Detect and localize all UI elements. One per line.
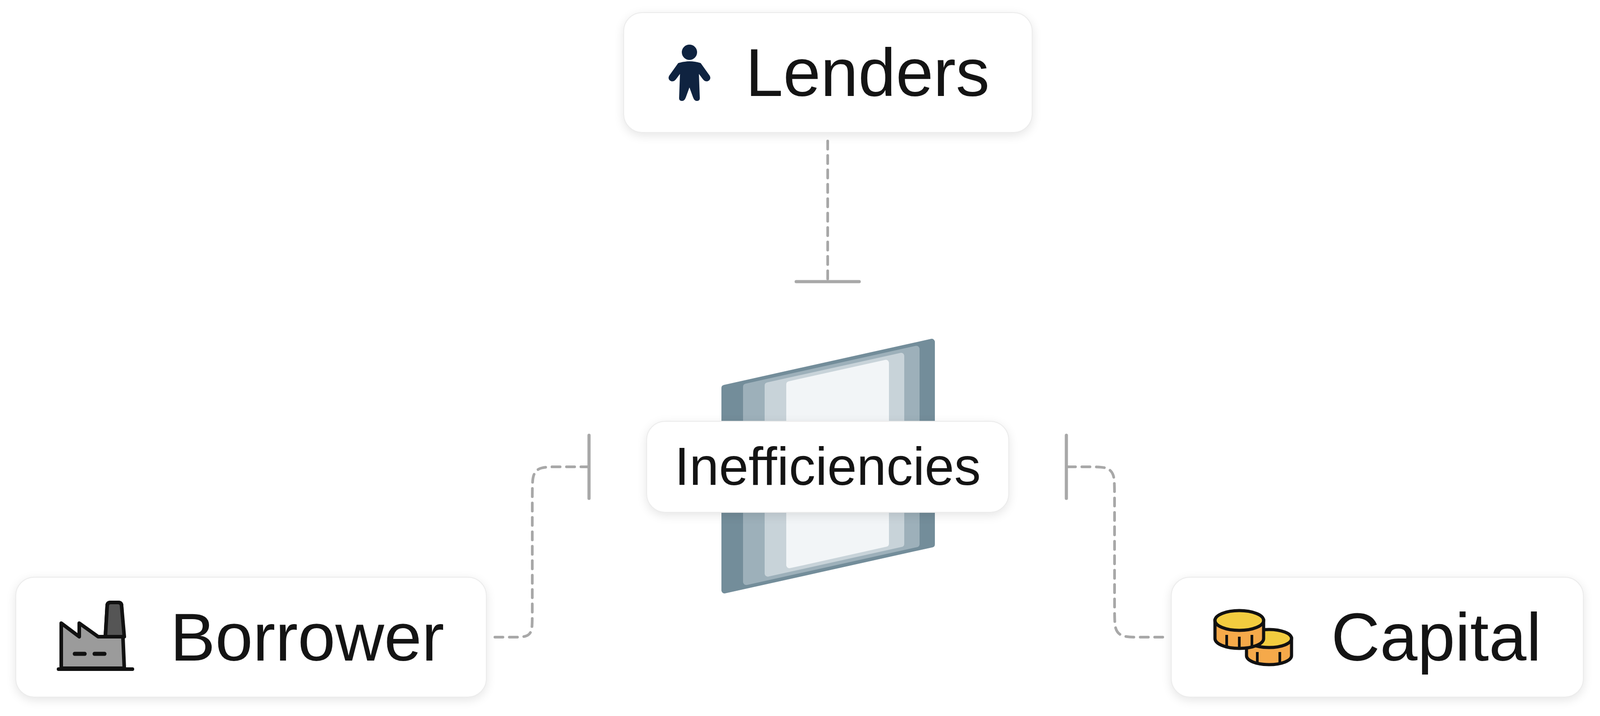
- person-icon: [664, 43, 715, 102]
- blocked-connector: [1066, 435, 1163, 637]
- dashed-line: [1066, 466, 1163, 637]
- coins-icon: [1212, 606, 1296, 667]
- node-label: Borrower: [170, 599, 445, 675]
- factory-icon: [56, 600, 135, 674]
- node-label: Lenders: [745, 35, 990, 110]
- dashed-line: [494, 466, 590, 637]
- inefficiencies-box: Inefficiencies: [646, 420, 1010, 513]
- block-bar: [796, 280, 860, 284]
- blocked-connector: [796, 140, 860, 282]
- block-bar: [587, 435, 591, 499]
- capital-box: Capital: [1170, 576, 1584, 698]
- blocked-connector: [494, 435, 590, 637]
- node-label: Capital: [1331, 599, 1542, 675]
- node-label: Inefficiencies: [674, 437, 981, 496]
- borrower-box: Borrower: [15, 576, 487, 698]
- block-bar: [1065, 435, 1069, 499]
- lenders-box: Lenders: [623, 12, 1033, 133]
- dashed-line: [826, 140, 830, 282]
